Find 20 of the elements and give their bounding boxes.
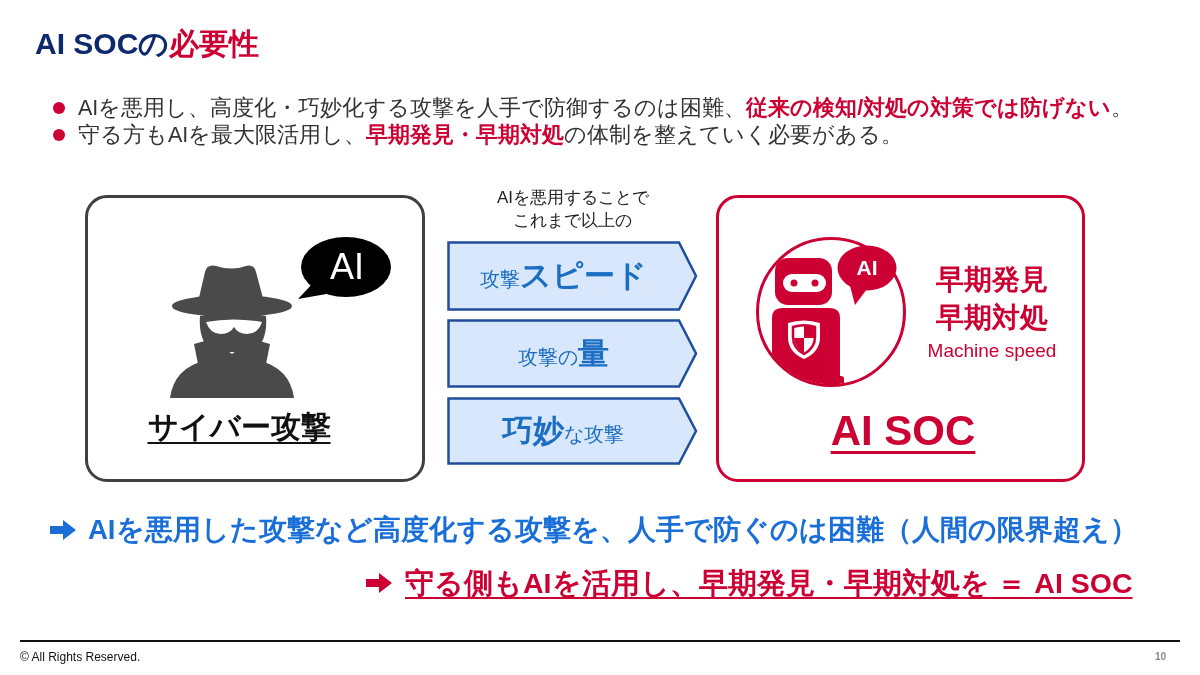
conclusion-text: 守る側もAIを活用し、早期発見・早期対処を ＝ AI SOC — [405, 566, 1133, 601]
panel-heading: サイバー攻撃 — [147, 409, 331, 445]
rounded-panel — [716, 195, 1085, 482]
copyright-text: © All Rights Reserved. — [20, 650, 141, 665]
chevron-label: 巧妙な攻撃 — [502, 412, 624, 450]
chevron-label: 攻撃スピード — [479, 257, 647, 295]
feature-text: 早期発見 — [936, 263, 1048, 297]
bubble-text: AI — [330, 247, 364, 287]
bullet-text: AIを悪用し、高度化・巧妙化する攻撃を人手で防御するのは困難、従来の検知/対処の対策では防げない。 — [78, 95, 1134, 122]
slide-title: AI SOCの必要性 — [35, 26, 260, 62]
page-number: 10 — [1155, 650, 1167, 663]
feature-subtext: Machine speed — [927, 339, 1057, 362]
feature-text: 早期対処 — [936, 301, 1048, 335]
chevron-label: 攻撃の量 — [517, 334, 609, 373]
conclusion-text: AIを悪用した攻撃など高度化する攻撃を、人手で防ぐのは困難（人間の限界超え） — [88, 513, 1138, 547]
panel-heading: AI SOC — [830, 407, 976, 455]
rounded-panel — [85, 195, 425, 482]
caption-text: AIを悪用することでこれまで以上の — [495, 187, 650, 232]
bullet-text: 守る方もAIを最大限活用し、早期発見・早期対処の体制を整えていく必要がある。 — [78, 122, 904, 149]
bubble-text: AI — [856, 256, 878, 280]
